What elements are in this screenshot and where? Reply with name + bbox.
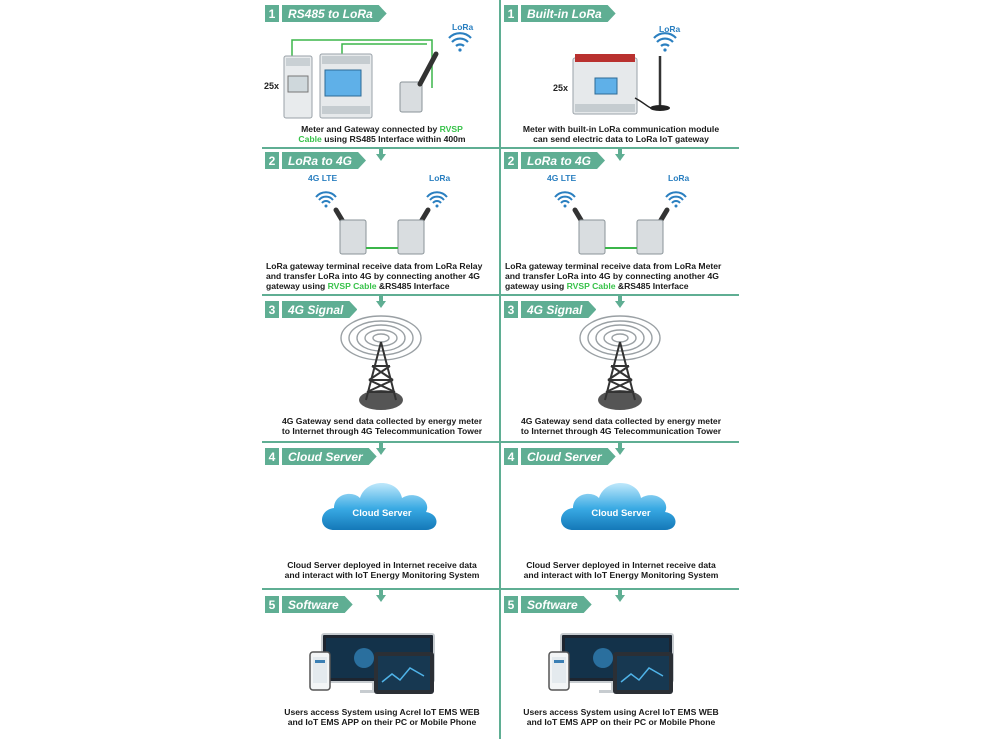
section-5-title: Software <box>282 596 353 613</box>
section-1-title: RS485 to LoRa <box>282 5 387 22</box>
signal-rings <box>579 315 661 361</box>
column-right: 1 Built-in LoRa 25x LoRa Meter with buil… <box>501 0 739 739</box>
wifi-signal-icon <box>665 191 687 208</box>
down-arrow-icon <box>615 147 625 161</box>
section-5-description: Users access System using Acrel IoT EMS … <box>523 707 719 727</box>
tablet-icon <box>613 652 673 694</box>
wifi-signal-icon <box>448 32 472 52</box>
cloud-server-illustration <box>322 483 437 530</box>
meter-icon <box>572 54 638 115</box>
down-arrow-icon <box>615 441 625 455</box>
column-left: 1 RS485 to LoRa 25x LoRa <box>262 0 500 739</box>
lora-label: LoRa <box>659 24 681 34</box>
column-divider <box>499 0 501 739</box>
section-2-description: LoRa gateway terminal receive data from … <box>505 261 722 291</box>
gateway-icon <box>572 207 606 255</box>
gateway-icon <box>397 207 431 255</box>
cell-tower-illustration <box>579 315 661 410</box>
wifi-signal-icon <box>426 191 448 208</box>
down-arrow-icon <box>615 588 625 602</box>
signal-rings <box>340 315 422 361</box>
section-1-tag: 1 RS485 to LoRa <box>265 5 387 22</box>
phone-icon <box>309 651 331 691</box>
section-4-title: Cloud Server <box>521 448 616 465</box>
down-arrow-icon <box>376 441 386 455</box>
section-1-description: Meter with built-in LoRa communication m… <box>522 124 720 144</box>
section-3-description: 4G Gateway send data collected by energy… <box>520 416 722 436</box>
section-2-title: LoRa to 4G <box>521 152 605 169</box>
meter-icon <box>283 55 313 119</box>
lora-label: LoRa <box>452 22 474 32</box>
section-2-title: LoRa to 4G <box>282 152 366 169</box>
cloud-server-label: Cloud Server <box>352 508 412 519</box>
down-arrow-icon <box>376 588 386 602</box>
section-4-title: Cloud Server <box>282 448 377 465</box>
lora-label: LoRa <box>429 173 451 183</box>
cloud-icon <box>561 483 676 530</box>
cloud-server-label: Cloud Server <box>591 508 651 519</box>
software-devices-illustration <box>309 633 435 694</box>
4g-lte-label: 4G LTE <box>547 173 577 183</box>
cell-tower-illustration <box>340 315 422 410</box>
wifi-signal-icon <box>554 191 576 208</box>
down-arrow-icon <box>376 147 386 161</box>
section-4-description: Cloud Server deployed in Internet receiv… <box>284 560 480 580</box>
section-4-description: Cloud Server deployed in Internet receiv… <box>523 560 719 580</box>
section-5-tag: 5 Software <box>504 596 592 613</box>
section-1-description: Meter and Gateway connected by RVSP Cabl… <box>298 124 466 144</box>
lora-4g-illustration <box>315 191 448 255</box>
section-5-tag: 5 Software <box>265 596 353 613</box>
device-count-label: 25x <box>264 81 280 91</box>
section-2-description: LoRa gateway terminal receive data from … <box>266 261 483 291</box>
cloud-icon <box>322 483 437 530</box>
section-1-title: Built-in LoRa <box>521 5 616 22</box>
down-arrow-icon <box>615 294 625 308</box>
lora-4g-illustration <box>554 191 687 255</box>
section-5-description: Users access System using Acrel IoT EMS … <box>284 707 480 727</box>
4g-lte-label: 4G LTE <box>308 173 338 183</box>
section-2-tag: 2 LoRa to 4G <box>504 152 605 169</box>
cell-tower-icon <box>598 341 642 410</box>
cell-tower-icon <box>359 341 403 410</box>
section-1-tag: 1 Built-in LoRa <box>504 5 616 22</box>
gateway-icon <box>636 207 670 255</box>
antenna-icon <box>417 51 439 87</box>
lora-label: LoRa <box>668 173 690 183</box>
section-5-title: Software <box>521 596 592 613</box>
phone-icon <box>548 651 570 691</box>
software-devices-illustration <box>548 633 674 694</box>
cloud-server-illustration <box>561 483 676 530</box>
tablet-icon <box>374 652 434 694</box>
built-in-lora-illustration <box>572 32 677 115</box>
device-count-label: 25x <box>553 83 569 93</box>
antenna-icon <box>634 56 670 111</box>
section-2-tag: 2 LoRa to 4G <box>265 152 366 169</box>
section-3-title: 4G Signal <box>521 301 596 318</box>
section-3-tag: 3 4G Signal <box>504 301 596 318</box>
section-3-title: 4G Signal <box>282 301 357 318</box>
section-3-tag: 3 4G Signal <box>265 301 357 318</box>
meter-icon <box>319 53 373 119</box>
section-4-tag: 4 Cloud Server <box>504 448 616 465</box>
down-arrow-icon <box>376 294 386 308</box>
section-3-description: 4G Gateway send data collected by energy… <box>281 416 483 436</box>
gateway-icon <box>333 207 367 255</box>
section-4-tag: 4 Cloud Server <box>265 448 377 465</box>
gateway-icon <box>399 51 439 113</box>
wifi-signal-icon <box>653 32 677 52</box>
wifi-signal-icon <box>315 191 337 208</box>
rs485-lora-illustration <box>283 32 472 119</box>
